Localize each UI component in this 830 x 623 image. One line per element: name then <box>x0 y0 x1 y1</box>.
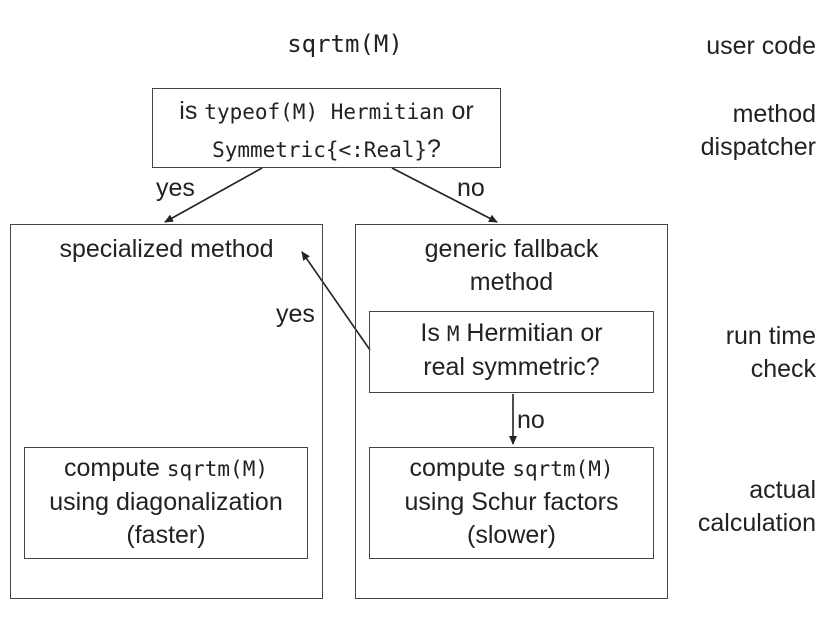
generic-title-line-2: method <box>469 268 554 296</box>
edge-label-yes-back: yes <box>276 300 315 328</box>
specialized-method-title: specialized method <box>59 235 274 263</box>
generic-fallback-box: generic fallback method <box>355 224 668 599</box>
specialized-method-box: specialized method <box>10 224 323 599</box>
diag-compute-line: compute sqrtm(M) <box>64 454 268 482</box>
arrow-yes-to-specialized <box>164 167 263 223</box>
edge-label-no-right: no <box>457 174 485 202</box>
generic-title-line-1: generic fallback <box>424 235 599 263</box>
schur-line-2: using Schur factors <box>404 488 619 516</box>
dispatch-box: is typeof(M) Hermitian or Symmetric{<:Re… <box>152 88 501 168</box>
dispatch-line-1: is typeof(M) Hermitian or <box>179 97 474 125</box>
top-call-label: sqrtm(M) <box>287 30 403 58</box>
diagonalization-box: compute sqrtm(M) using diagonalization (… <box>24 447 308 559</box>
arrow-yes-back-to-specialized <box>301 251 371 351</box>
schur-compute-line: compute sqrtm(M) <box>409 454 614 482</box>
arrow-no-to-generic <box>391 167 498 223</box>
check-line-1: Is M Hermitian or <box>420 319 603 347</box>
layer-label-run-time-check: run time check <box>725 322 816 383</box>
layer-label-method-dispatcher: method dispatcher <box>700 100 816 161</box>
schur-line-3: (slower) <box>467 521 556 549</box>
diag-line-3: (faster) <box>126 521 206 549</box>
layer-label-user-code: user code <box>706 32 816 60</box>
edge-label-no-down: no <box>517 406 545 434</box>
runtime-check-box: Is M Hermitian or real symmetric? <box>369 311 654 393</box>
edge-label-yes-left: yes <box>156 174 195 202</box>
check-line-2: real symmetric? <box>423 353 600 381</box>
diag-line-2: using diagonalization <box>49 488 283 516</box>
dispatch-line-2: Symmetric{<:Real}? <box>212 135 441 163</box>
schur-box: compute sqrtm(M) using Schur factors (sl… <box>369 447 654 559</box>
layer-label-actual-calculation: actual calculation <box>697 476 816 537</box>
